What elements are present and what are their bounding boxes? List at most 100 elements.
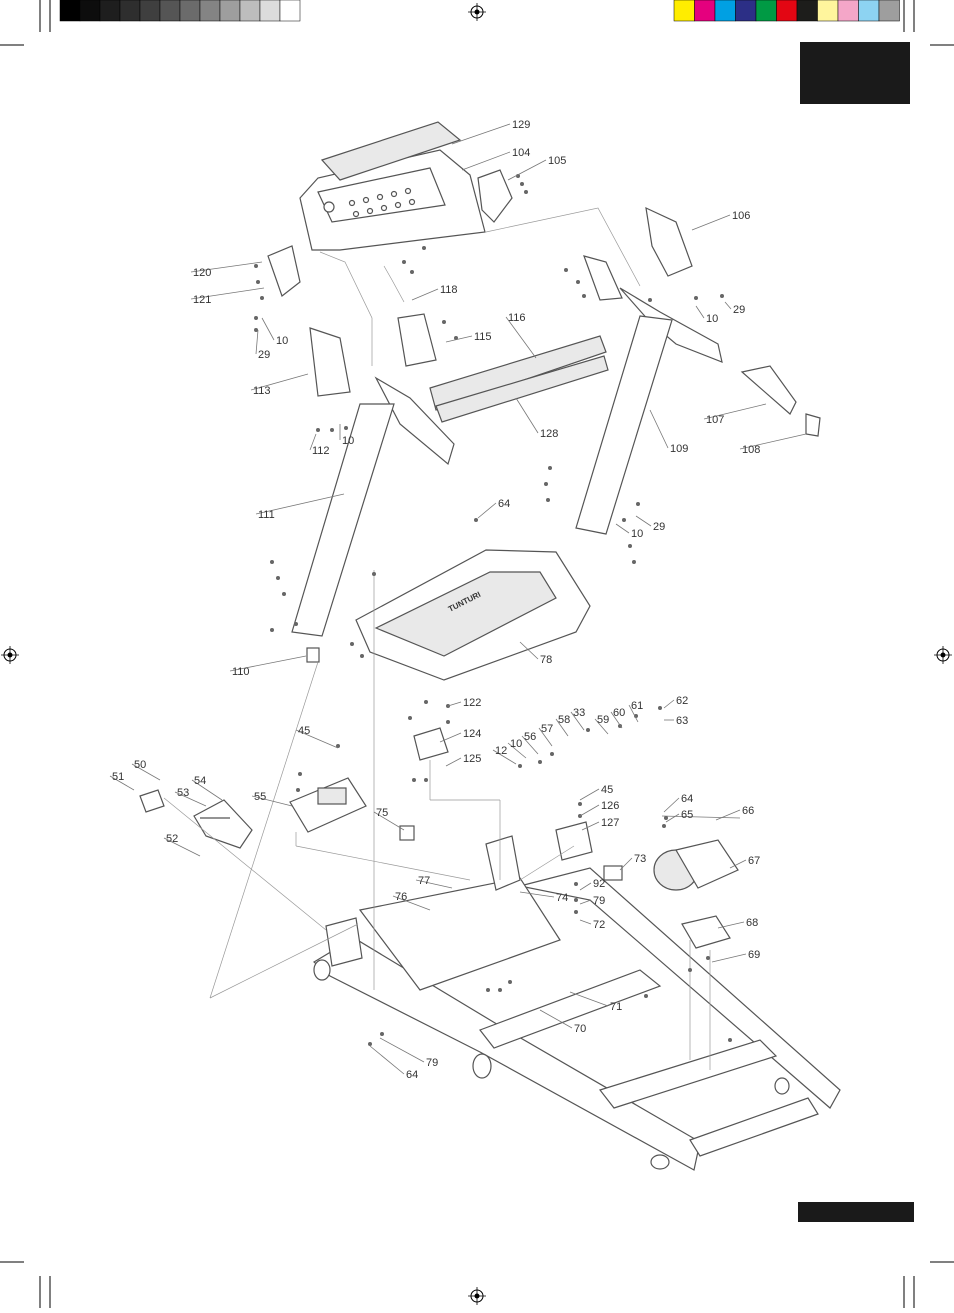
fastener <box>368 1042 372 1046</box>
color-swatch-strip <box>673 0 900 22</box>
fastener <box>524 190 528 194</box>
callout-leader-line <box>251 795 293 807</box>
assembly-guide <box>485 207 641 287</box>
callout-label: 62 <box>676 695 688 707</box>
callout-label: 52 <box>166 833 178 845</box>
callout-leader-line <box>691 214 731 231</box>
callout-leader-line <box>411 288 439 301</box>
registration-mark-bottom <box>468 1287 486 1305</box>
fastener <box>662 824 666 828</box>
callout-leader-line <box>703 403 767 420</box>
right-upright-109 <box>575 315 673 535</box>
callout-label: 29 <box>258 349 270 361</box>
callout-leader-line <box>579 804 600 817</box>
callout-leader-line <box>663 797 680 813</box>
color-swatch <box>817 0 839 22</box>
callout-leader-line <box>538 727 553 747</box>
crossbar-128 <box>435 355 609 423</box>
color-swatch <box>714 0 736 22</box>
frame-rear-crossmember <box>689 1097 819 1157</box>
end-cap-108 <box>805 413 821 437</box>
drive-components <box>139 727 741 949</box>
callout-leader-line <box>579 788 600 801</box>
callout-leader-line <box>555 718 569 737</box>
grayscale-swatch <box>159 0 181 22</box>
grayscale-swatch <box>279 0 301 22</box>
callout-label: 113 <box>253 385 271 397</box>
fastener <box>254 328 258 332</box>
crossbar-116 <box>429 335 607 411</box>
console-cable <box>319 251 373 366</box>
grayscale-swatch-strip <box>59 0 301 22</box>
fastener <box>410 270 414 274</box>
fastener <box>694 296 698 300</box>
lift-nut-51 <box>139 789 165 813</box>
fastener <box>270 560 274 564</box>
footer-tab <box>798 1202 914 1222</box>
callout-label: 106 <box>732 210 750 222</box>
controller-component <box>317 787 347 805</box>
fastener <box>664 816 668 820</box>
fastener <box>344 426 348 430</box>
callout-leader-line <box>392 895 431 911</box>
fastener <box>424 778 428 782</box>
fastener <box>550 752 554 756</box>
callout-label: 111 <box>258 509 275 521</box>
callout-label: 68 <box>746 917 758 929</box>
callout-leader-line <box>255 493 345 515</box>
fastener <box>294 622 298 626</box>
callout-label: 71 <box>610 1001 622 1013</box>
callout-label: 33 <box>573 707 585 719</box>
fastener <box>380 1032 384 1036</box>
fastener <box>544 482 548 486</box>
grayscale-swatch <box>119 0 141 22</box>
callout-label: 74 <box>556 892 568 904</box>
callout-leader-line <box>619 857 633 871</box>
callout-label: 126 <box>601 800 619 812</box>
callout-label: 125 <box>463 753 481 765</box>
grayscale-swatch <box>259 0 281 22</box>
callout-leader-line <box>579 899 592 905</box>
fastener <box>408 716 412 720</box>
filter-126 <box>555 821 593 861</box>
callout-label: 67 <box>748 855 760 867</box>
callout-leader-line <box>451 123 511 145</box>
callout-leader-line <box>295 729 339 749</box>
callout-label: 70 <box>574 1023 586 1035</box>
callout-label: 10 <box>342 435 354 447</box>
front-foot <box>313 959 331 981</box>
upright-cover-113 <box>309 327 351 397</box>
handlebar-cover-106 <box>645 206 693 277</box>
color-swatch <box>837 0 859 22</box>
rear-foot <box>650 1154 670 1170</box>
callout-leader-line <box>477 502 497 519</box>
callout-label: 64 <box>681 793 693 805</box>
callout-label: 115 <box>474 331 492 343</box>
callout-label: 45 <box>601 784 613 796</box>
callout-leader-line <box>663 699 675 709</box>
callout-leader-line <box>255 329 259 355</box>
color-swatch <box>878 0 900 22</box>
callout-label: 79 <box>593 895 605 907</box>
fastener <box>442 320 446 324</box>
callout-label: 10 <box>276 335 288 347</box>
callout-leader-line <box>190 287 265 300</box>
callout-leader-line <box>519 891 555 898</box>
callout-label: 121 <box>193 294 211 306</box>
fastener <box>454 336 458 340</box>
treadmill-frame <box>312 835 841 1171</box>
callout-label: 73 <box>634 853 646 865</box>
grayscale-swatch <box>59 0 81 22</box>
fastener <box>578 802 582 806</box>
registration-mark-left <box>1 646 19 664</box>
callout-label: 51 <box>112 771 124 783</box>
fastener <box>574 882 578 886</box>
fastener <box>316 428 320 432</box>
color-swatch <box>755 0 777 22</box>
fastener <box>728 1038 732 1042</box>
motor-hood-top-panel <box>374 571 557 657</box>
rear-roller-end <box>774 1077 790 1095</box>
callout-label: 118 <box>440 284 458 296</box>
callout-label: 10 <box>631 528 643 540</box>
